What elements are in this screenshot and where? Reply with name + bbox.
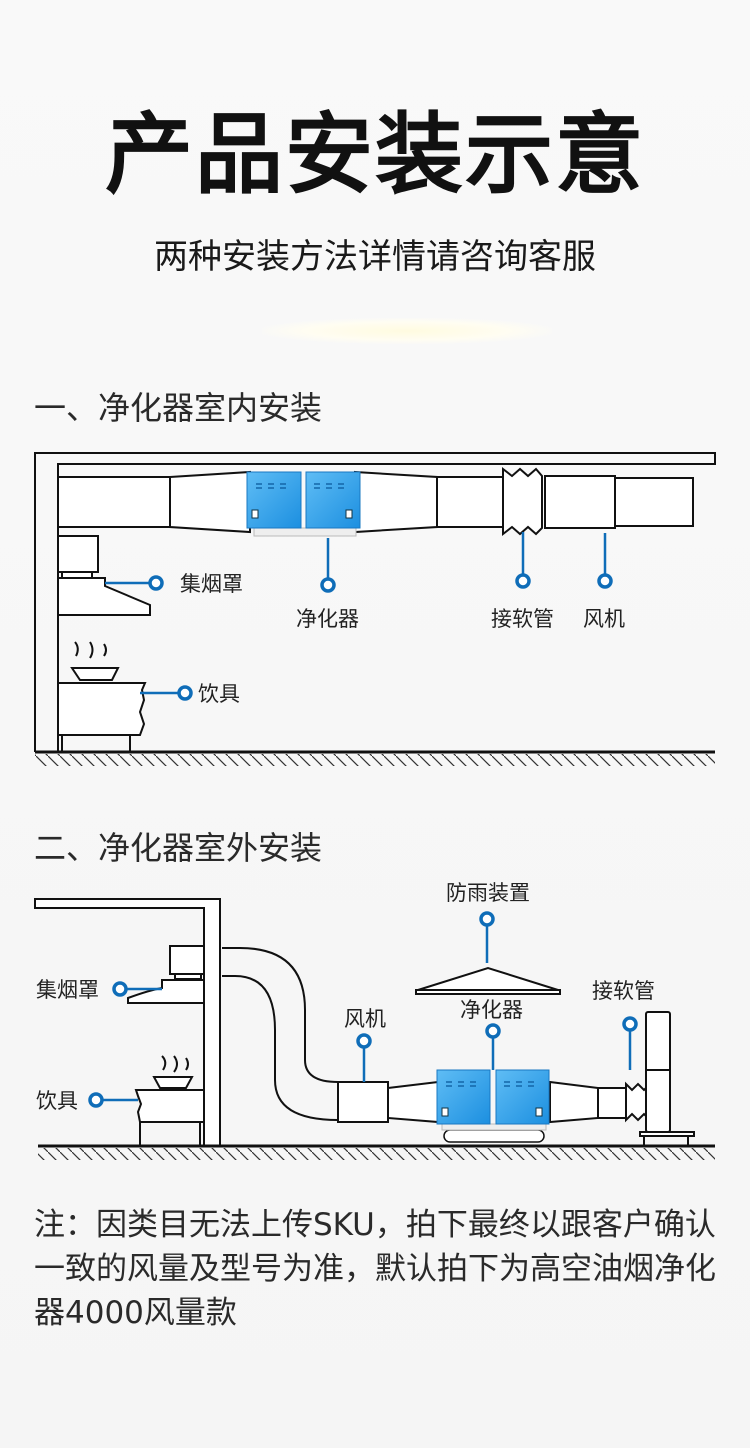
stove-outdoor (134, 1055, 205, 1146)
label-flex-pipe-indoor: 接软管 (491, 607, 554, 631)
purifier-unit-outdoor (436, 1069, 550, 1143)
section-indoor-heading: 一、净化器室内安装 (34, 389, 323, 427)
label-rain-cover: 防雨装置 (446, 881, 530, 905)
purifier-unit-indoor (246, 471, 361, 537)
label-hood-outdoor: 集烟罩 (36, 978, 99, 1002)
indoor-diagram: 集烟罩 净化器 接软管 风机 饮具 (34, 452, 716, 766)
label-stove-indoor: 饮具 (198, 682, 240, 706)
floor-hatch-outdoor (38, 1148, 715, 1160)
curved-duct (222, 947, 339, 1121)
stove-indoor (57, 641, 147, 752)
duct-run (57, 466, 694, 537)
smoke-hood-outdoor (127, 945, 205, 1004)
floor-hatch (35, 754, 715, 766)
label-purifier-indoor: 净化器 (296, 607, 359, 631)
label-fan-outdoor: 风机 (344, 1007, 386, 1031)
decorative-glow (262, 318, 552, 344)
note-text: 注：因类目无法上传SKU，拍下最终以跟客户确认一致的风量及型号为准，默认拍下为高… (34, 1207, 716, 1331)
label-flex-pipe-outdoor: 接软管 (592, 979, 655, 1003)
page-subtitle: 两种安装方法详情请咨询客服 (154, 237, 596, 277)
label-fan-indoor: 风机 (583, 607, 625, 631)
rain-cover (415, 966, 561, 995)
outdoor-duct-run (337, 1011, 695, 1146)
smoke-hood-indoor (57, 535, 151, 616)
label-stove-outdoor: 饮具 (36, 1089, 78, 1113)
page-title: 产品安装示意 (104, 103, 645, 206)
outdoor-diagram: 防雨装置 集烟罩 风机 净化器 接软管 饮具 (34, 881, 715, 1160)
callouts-indoor (105, 532, 613, 701)
callouts-outdoor (88, 911, 638, 1108)
section-outdoor-heading: 二、净化器室外安装 (34, 829, 323, 867)
flex-pipe-shape (502, 466, 543, 537)
label-purifier-outdoor: 净化器 (460, 998, 523, 1022)
label-hood-indoor: 集烟罩 (180, 572, 243, 596)
